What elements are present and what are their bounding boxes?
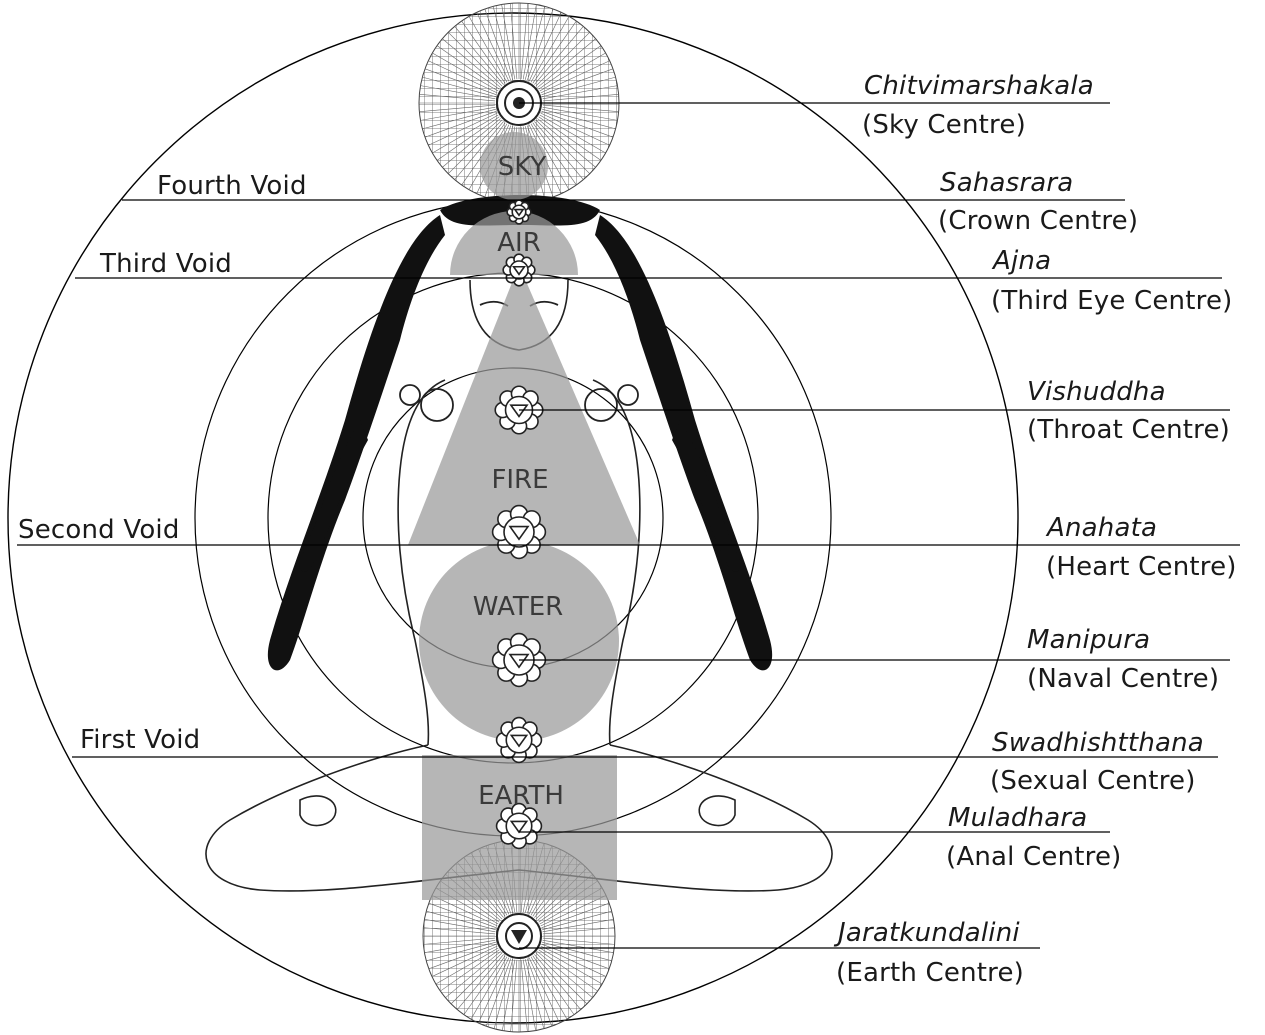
chitvimarshakala-centre: (Sky Centre) (862, 110, 1026, 140)
water-element-label: WATER (473, 592, 563, 622)
ajna-wheel (503, 254, 535, 286)
sahasrara-centre: (Crown Centre) (938, 206, 1138, 236)
anahata-wheel (493, 506, 546, 559)
swadhishtthana-name: Swadhishtthana (992, 728, 1204, 758)
crown-wheel (507, 200, 531, 224)
jaratkundalini-centre: (Earth Centre) (836, 958, 1024, 988)
ajna-name: Ajna (993, 246, 1051, 276)
manipura-centre: (Naval Centre) (1027, 664, 1219, 694)
first-void-label: First Void (80, 725, 200, 755)
swadhishthana-wheel (497, 718, 542, 763)
third-void-label: Third Void (100, 249, 232, 279)
jaratkundalini-name: Jaratkundalini (838, 918, 1020, 948)
sky-element-label: SKY (498, 152, 547, 182)
sahasrara-name: Sahasrara (940, 168, 1073, 198)
ajna-centre: (Third Eye Centre) (991, 286, 1233, 316)
second-void-label: Second Void (18, 515, 180, 545)
anahata-name: Anahata (1047, 513, 1157, 543)
muladhara-name: Muladhara (948, 803, 1087, 833)
swadhishtthana-centre: (Sexual Centre) (990, 766, 1196, 796)
anahata-centre: (Heart Centre) (1046, 552, 1237, 582)
vishuddha-centre: (Throat Centre) (1027, 415, 1230, 445)
earth-element-label: EARTH (478, 781, 564, 811)
muladhara-centre: (Anal Centre) (946, 842, 1122, 872)
air-element-label: AIR (497, 228, 541, 258)
chitvimarshakala-name: Chitvimarshakala (864, 71, 1094, 101)
vishuddha-name: Vishuddha (1027, 377, 1166, 407)
fourth-void-label: Fourth Void (157, 171, 307, 201)
manipura-name: Manipura (1027, 625, 1150, 655)
fire-element-label: FIRE (491, 465, 548, 495)
